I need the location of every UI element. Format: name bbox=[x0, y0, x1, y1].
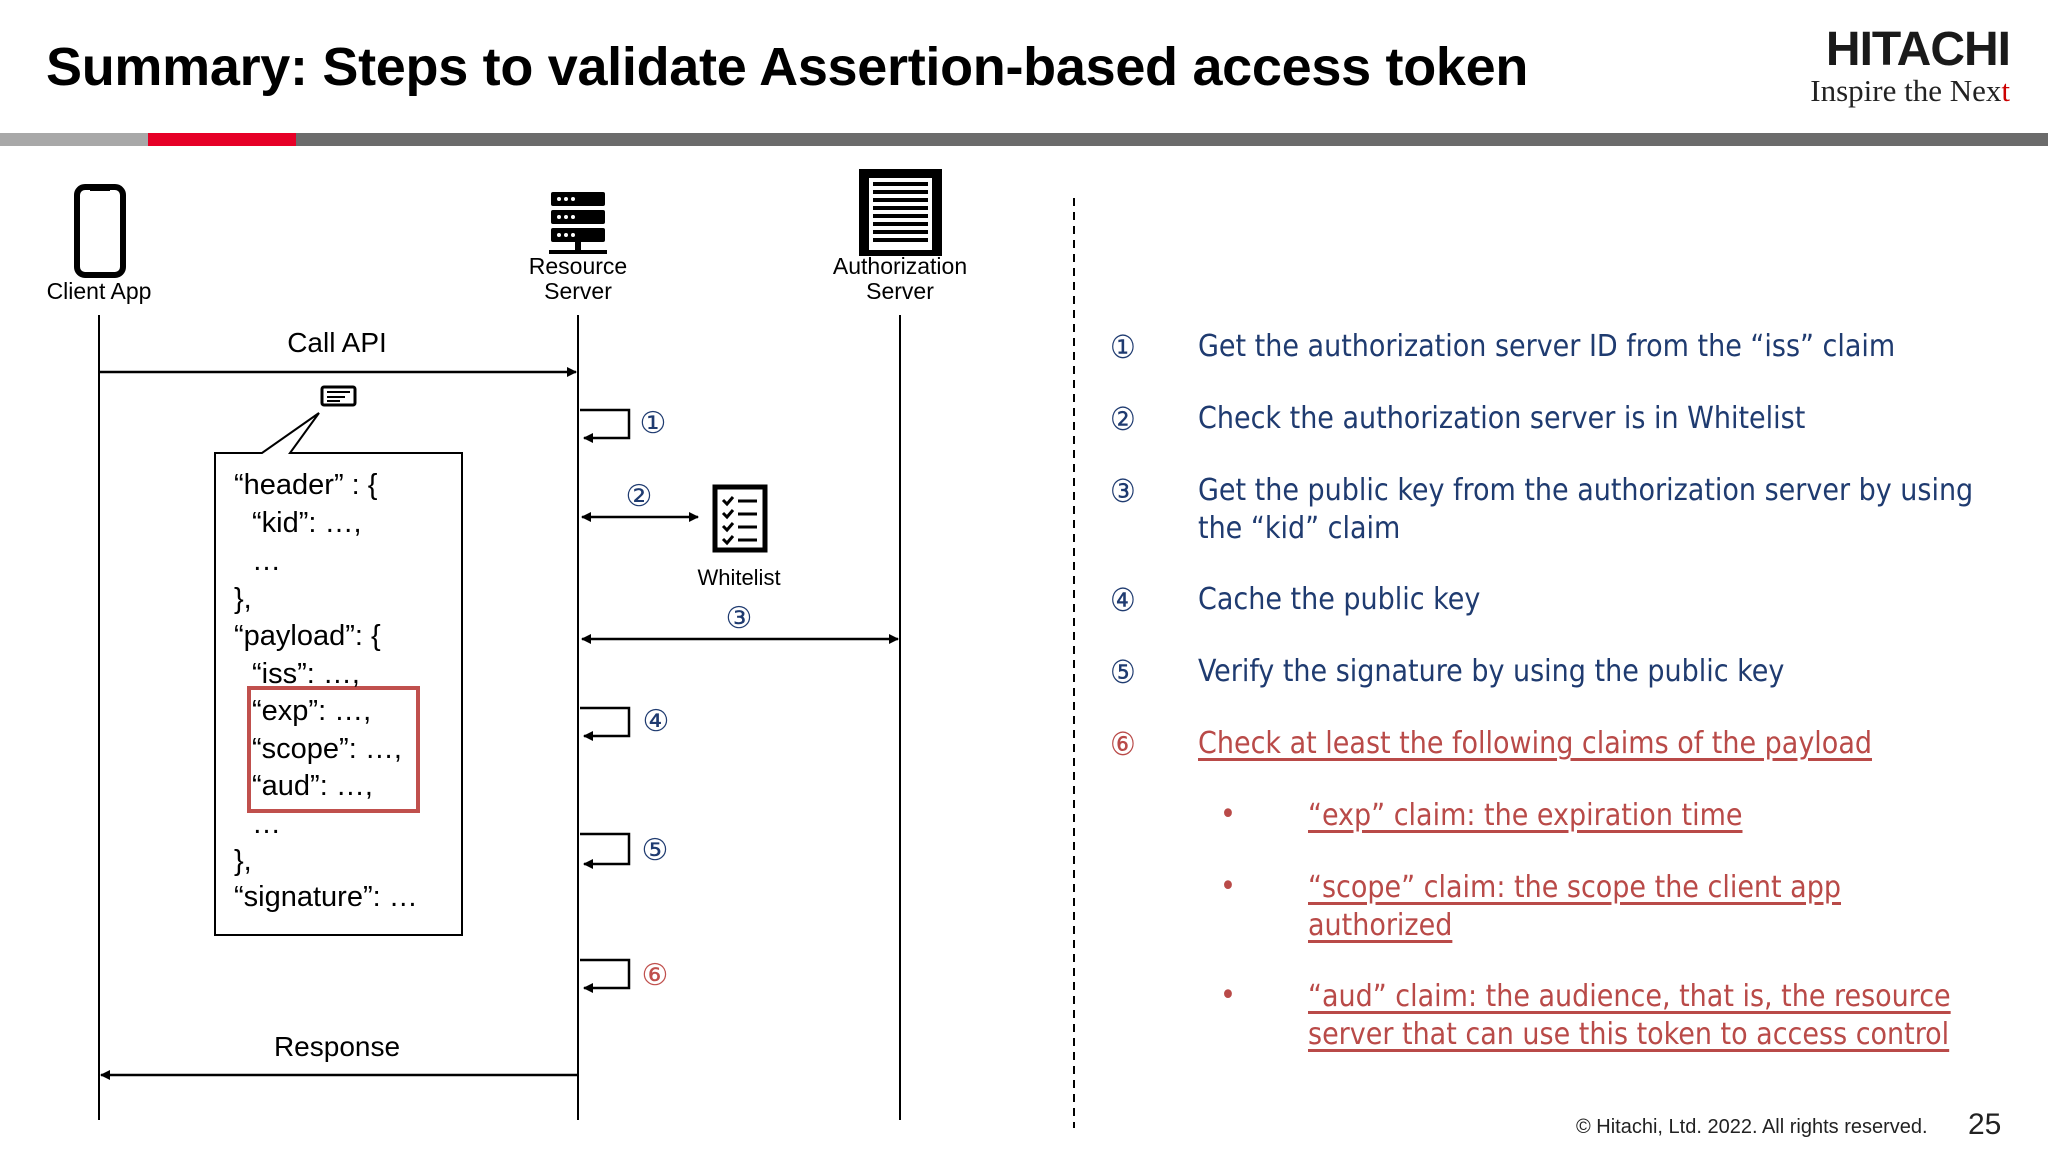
hitachi-logo: HITACHI Inspire the Next bbox=[1810, 23, 2011, 108]
checklist-icon bbox=[712, 484, 768, 553]
token-line: “header” : { bbox=[234, 469, 378, 501]
token-line: … bbox=[252, 808, 281, 840]
step-text: Verify the signature by using the public… bbox=[1198, 654, 1785, 689]
page-number: 25 bbox=[1968, 1108, 2002, 1141]
header-divider-bar bbox=[0, 133, 2048, 146]
authorization-server-icon bbox=[859, 169, 942, 256]
token-ticket-icon bbox=[320, 385, 357, 407]
step-marker-6: ⑥ bbox=[642, 959, 669, 992]
step-marker-1: ① bbox=[640, 407, 667, 440]
divider-gray-segment bbox=[0, 133, 148, 146]
auth-server-label-2: Server bbox=[866, 278, 934, 304]
self-call-6 bbox=[580, 958, 631, 993]
bullet-dot: • bbox=[1220, 797, 1236, 832]
response-label: Response bbox=[274, 1031, 400, 1062]
step-marker-2: ② bbox=[626, 480, 653, 513]
token-line: “kid”: …, bbox=[252, 507, 362, 539]
call-api-label: Call API bbox=[287, 327, 387, 358]
token-content: “header” : { “kid”: …, … }, “payload”: {… bbox=[234, 469, 418, 913]
step-number: ② bbox=[1110, 400, 1136, 438]
resource-server-label-2: Server bbox=[544, 278, 612, 304]
client-app-label: Client App bbox=[47, 278, 152, 304]
step-marker-3: ③ bbox=[726, 602, 753, 635]
step-marker-5: ⑤ bbox=[642, 834, 669, 867]
bullet-text: “exp” claim: the expiration time bbox=[1308, 798, 1743, 833]
token-line: … bbox=[252, 545, 281, 577]
token-line: “signature”: … bbox=[234, 881, 418, 913]
step-text: Cache the public key bbox=[1198, 582, 1481, 617]
bullet-dot: • bbox=[1220, 869, 1236, 904]
bullet-text: “aud” claim: the audience, that is, the … bbox=[1308, 979, 1951, 1052]
token-line: “iss”: …, bbox=[252, 658, 360, 690]
self-call-4 bbox=[580, 706, 631, 741]
step-marker-4: ④ bbox=[643, 705, 670, 738]
page-title: Summary: Steps to validate Assertion-bas… bbox=[46, 37, 1529, 97]
resource-server-label-1: Resource bbox=[529, 253, 627, 279]
whitelist-label: Whitelist bbox=[697, 565, 780, 590]
step-text: Get the authorization server ID from the… bbox=[1198, 329, 1896, 364]
step-number: ③ bbox=[1110, 472, 1136, 510]
step-number: ① bbox=[1110, 328, 1136, 366]
step-number: ⑤ bbox=[1110, 653, 1136, 691]
bullet-dot: • bbox=[1220, 978, 1236, 1013]
logo-tagline: Inspire the Next bbox=[1810, 73, 2010, 108]
step-text: Check the authorization server is in Whi… bbox=[1198, 401, 1806, 436]
step-number: ④ bbox=[1110, 581, 1136, 619]
divider-red-segment bbox=[148, 133, 296, 146]
copyright-notice: © Hitachi, Ltd. 2022. All rights reserve… bbox=[1576, 1116, 1928, 1138]
bullet-text: “scope” claim: the scope the client app … bbox=[1308, 870, 1841, 943]
token-line: “payload”: { bbox=[234, 620, 381, 652]
server-rack-icon bbox=[549, 192, 607, 254]
token-line: “exp”: …, bbox=[252, 695, 371, 727]
logo-wordmark: HITACHI bbox=[1825, 23, 2011, 76]
phone-icon bbox=[74, 184, 126, 278]
step-number: ⑥ bbox=[1110, 725, 1136, 763]
claims-highlight-box bbox=[247, 686, 420, 813]
step-text: Check at least the following claims of t… bbox=[1198, 726, 1872, 761]
self-call-1 bbox=[580, 408, 631, 443]
auth-server-label-1: Authorization bbox=[833, 253, 967, 279]
token-line: “scope”: …, bbox=[252, 733, 402, 765]
token-line: }, bbox=[234, 845, 252, 877]
token-line: }, bbox=[234, 583, 252, 615]
self-call-5 bbox=[580, 832, 631, 869]
token-line: “aud”: …, bbox=[252, 770, 373, 802]
token-callout-box bbox=[214, 412, 463, 936]
step-text: Get the public key from the authorizatio… bbox=[1198, 473, 1974, 546]
